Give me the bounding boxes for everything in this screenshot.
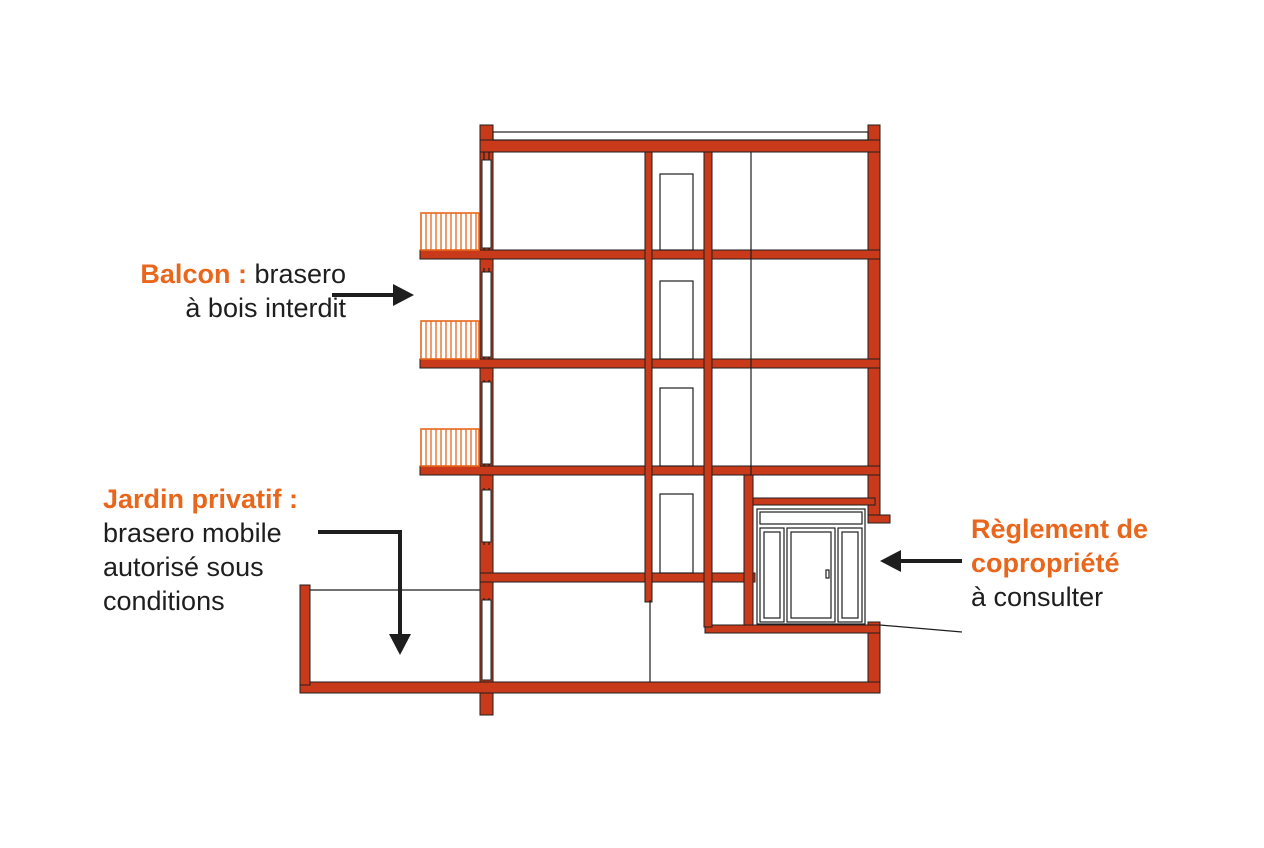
entrance-canopy bbox=[744, 497, 876, 506]
jardin-text-1: brasero mobile bbox=[103, 518, 282, 548]
partition-wall-a bbox=[644, 151, 653, 603]
reglement-heading-2: copropriété bbox=[971, 548, 1120, 578]
jardin-heading: Jardin privatif : bbox=[103, 484, 299, 514]
roof-slab bbox=[479, 139, 881, 153]
arrow-icon bbox=[318, 530, 411, 655]
balcony-railing-icon bbox=[420, 428, 480, 467]
reglement-heading-1: Règlement de bbox=[971, 514, 1149, 544]
facade-window bbox=[481, 271, 492, 358]
building-structure bbox=[299, 124, 891, 716]
balcon-text-2: à bois interdit bbox=[185, 293, 346, 323]
roof-parapet bbox=[492, 131, 869, 141]
railing-bars bbox=[425, 321, 477, 359]
balconies bbox=[420, 212, 480, 467]
right-facade-wall bbox=[867, 124, 881, 516]
jardin-text-2: autorisé sous bbox=[103, 552, 264, 582]
annotation-arrows bbox=[318, 284, 962, 655]
arrow-icon bbox=[880, 550, 962, 572]
interior-door bbox=[659, 387, 694, 467]
facade-window bbox=[481, 159, 492, 249]
arrow-icon bbox=[332, 284, 414, 306]
glass-entrance-door-icon bbox=[756, 508, 866, 625]
balcony bbox=[420, 320, 480, 360]
balcon-line-1: Balcon : brasero bbox=[106, 257, 346, 291]
facade-window bbox=[481, 381, 492, 465]
thin-lines bbox=[310, 131, 963, 682]
interior-door bbox=[659, 173, 694, 251]
terrain-line bbox=[879, 624, 963, 633]
floor-slab-1 bbox=[479, 572, 756, 583]
balcony bbox=[420, 212, 480, 251]
interior-door bbox=[659, 493, 694, 574]
doors bbox=[659, 173, 694, 574]
ground-slab bbox=[299, 681, 881, 694]
lobby-left-wall bbox=[743, 474, 754, 626]
reglement-annotation: Règlement de copropriété à consulter bbox=[971, 512, 1211, 614]
interior-door bbox=[659, 280, 694, 360]
jardin-text-3: conditions bbox=[103, 586, 225, 616]
facade-openings bbox=[481, 159, 492, 681]
balcon-annotation: Balcon : brasero à bois interdit bbox=[106, 257, 346, 325]
railing-bars bbox=[425, 429, 477, 466]
balcony bbox=[420, 428, 480, 467]
garden-wall bbox=[299, 584, 311, 686]
balcony-railing-icon bbox=[420, 320, 480, 360]
right-wall-ledge bbox=[867, 514, 891, 524]
facade-window bbox=[481, 489, 492, 543]
reglement-text-1: à consulter bbox=[971, 582, 1104, 612]
railing-bars bbox=[425, 213, 477, 250]
facade-window bbox=[481, 599, 492, 681]
balcon-text-1: brasero bbox=[254, 259, 346, 289]
balcon-heading: Balcon : bbox=[140, 259, 247, 289]
partition-wall-b bbox=[703, 151, 713, 628]
lobby-floor-slab bbox=[704, 624, 881, 634]
jardin-annotation: Jardin privatif : brasero mobile autoris… bbox=[103, 482, 343, 618]
balcony-railing-icon bbox=[420, 212, 480, 251]
